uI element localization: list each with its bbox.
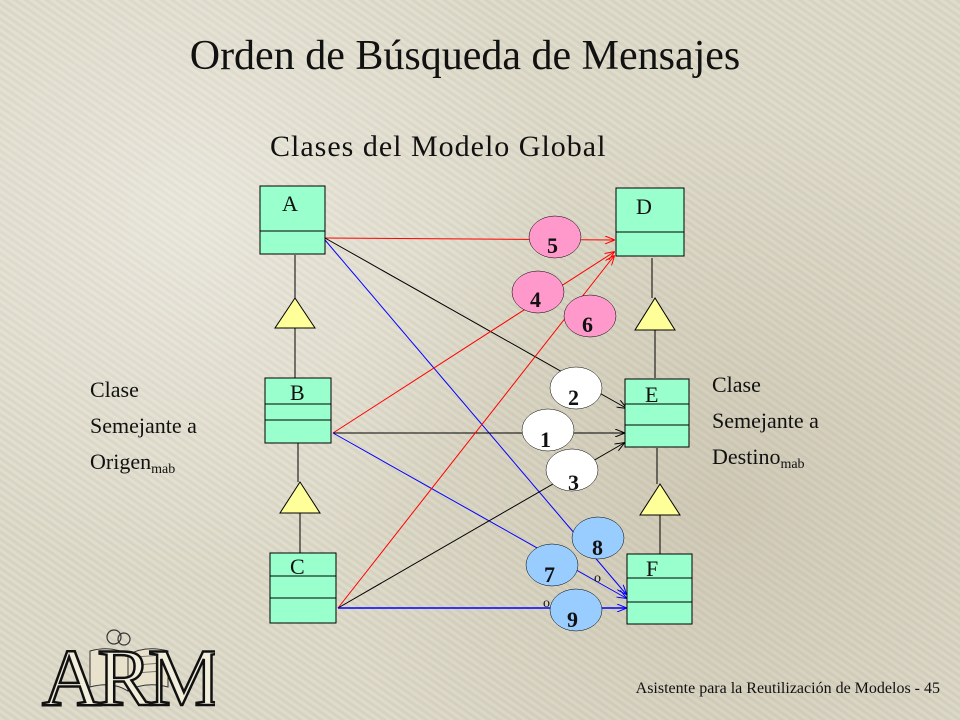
generalization-b-c — [279, 443, 321, 553]
class-f: F — [626, 553, 693, 625]
order-circle-8: 8 — [571, 516, 625, 560]
order-circle-2: 2 — [549, 366, 603, 410]
class-d-name: D — [636, 194, 652, 219]
slide-title: Orden de Búsqueda de Mensajes — [189, 33, 741, 79]
left-label-line1: Clase — [90, 377, 139, 402]
svg-text:1: 1 — [540, 427, 551, 452]
diagram-subtitle: Clases del Modelo Global — [270, 130, 607, 163]
svg-text:2: 2 — [568, 385, 579, 410]
order-circle-4: 4 — [511, 270, 565, 314]
left-class-label: Clase Semejante a Origenmab — [90, 372, 197, 488]
class-a-name: A — [282, 191, 298, 216]
class-b-name: B — [290, 380, 305, 405]
order-circle-3: 3 — [545, 448, 599, 495]
order-circle-6: 6 — [563, 294, 617, 338]
svg-text:8: 8 — [592, 535, 603, 560]
generalization-e-f — [639, 448, 681, 554]
right-label-line2: Semejante a — [712, 408, 819, 433]
or-mark-8: o — [594, 571, 601, 586]
order-circle-9: 9 — [549, 588, 603, 632]
left-label-line3: Origenmab — [90, 449, 176, 477]
arm-logo: ARM — [41, 629, 215, 710]
right-label-line3: Destinomab — [712, 444, 805, 472]
class-a: A — [259, 185, 326, 255]
svg-text:5: 5 — [547, 233, 558, 258]
left-label-line2: Semejante a — [90, 413, 197, 438]
class-f-name: F — [646, 556, 658, 581]
svg-text:9: 9 — [567, 607, 578, 632]
or-mark-7: o — [543, 596, 550, 611]
slide-footer: Asistente para la Reutilización de Model… — [635, 680, 940, 697]
svg-text:7: 7 — [544, 562, 555, 587]
book-icon — [89, 648, 169, 692]
arrow-b-d — [332, 252, 614, 434]
class-d: D — [615, 187, 685, 257]
order-circle-5: 5 — [528, 215, 582, 259]
class-c: C — [269, 552, 337, 624]
logo-text: ARM — [42, 632, 215, 710]
generalization-d-e — [634, 258, 676, 378]
class-e-name: E — [645, 382, 658, 407]
class-c-name: C — [290, 554, 305, 579]
svg-text:4: 4 — [530, 287, 541, 312]
svg-text:6: 6 — [582, 312, 593, 337]
glasses-icon — [106, 629, 131, 646]
svg-text:3: 3 — [568, 470, 579, 495]
order-circle-1: 1 — [521, 408, 575, 452]
order-circle-7: 7 — [525, 543, 579, 587]
class-e: E — [624, 378, 690, 448]
generalization-a-b — [274, 255, 316, 378]
class-b: B — [264, 377, 332, 444]
right-class-label: Clase Semejante a Destinomab — [712, 367, 819, 483]
right-label-line1: Clase — [712, 372, 761, 397]
